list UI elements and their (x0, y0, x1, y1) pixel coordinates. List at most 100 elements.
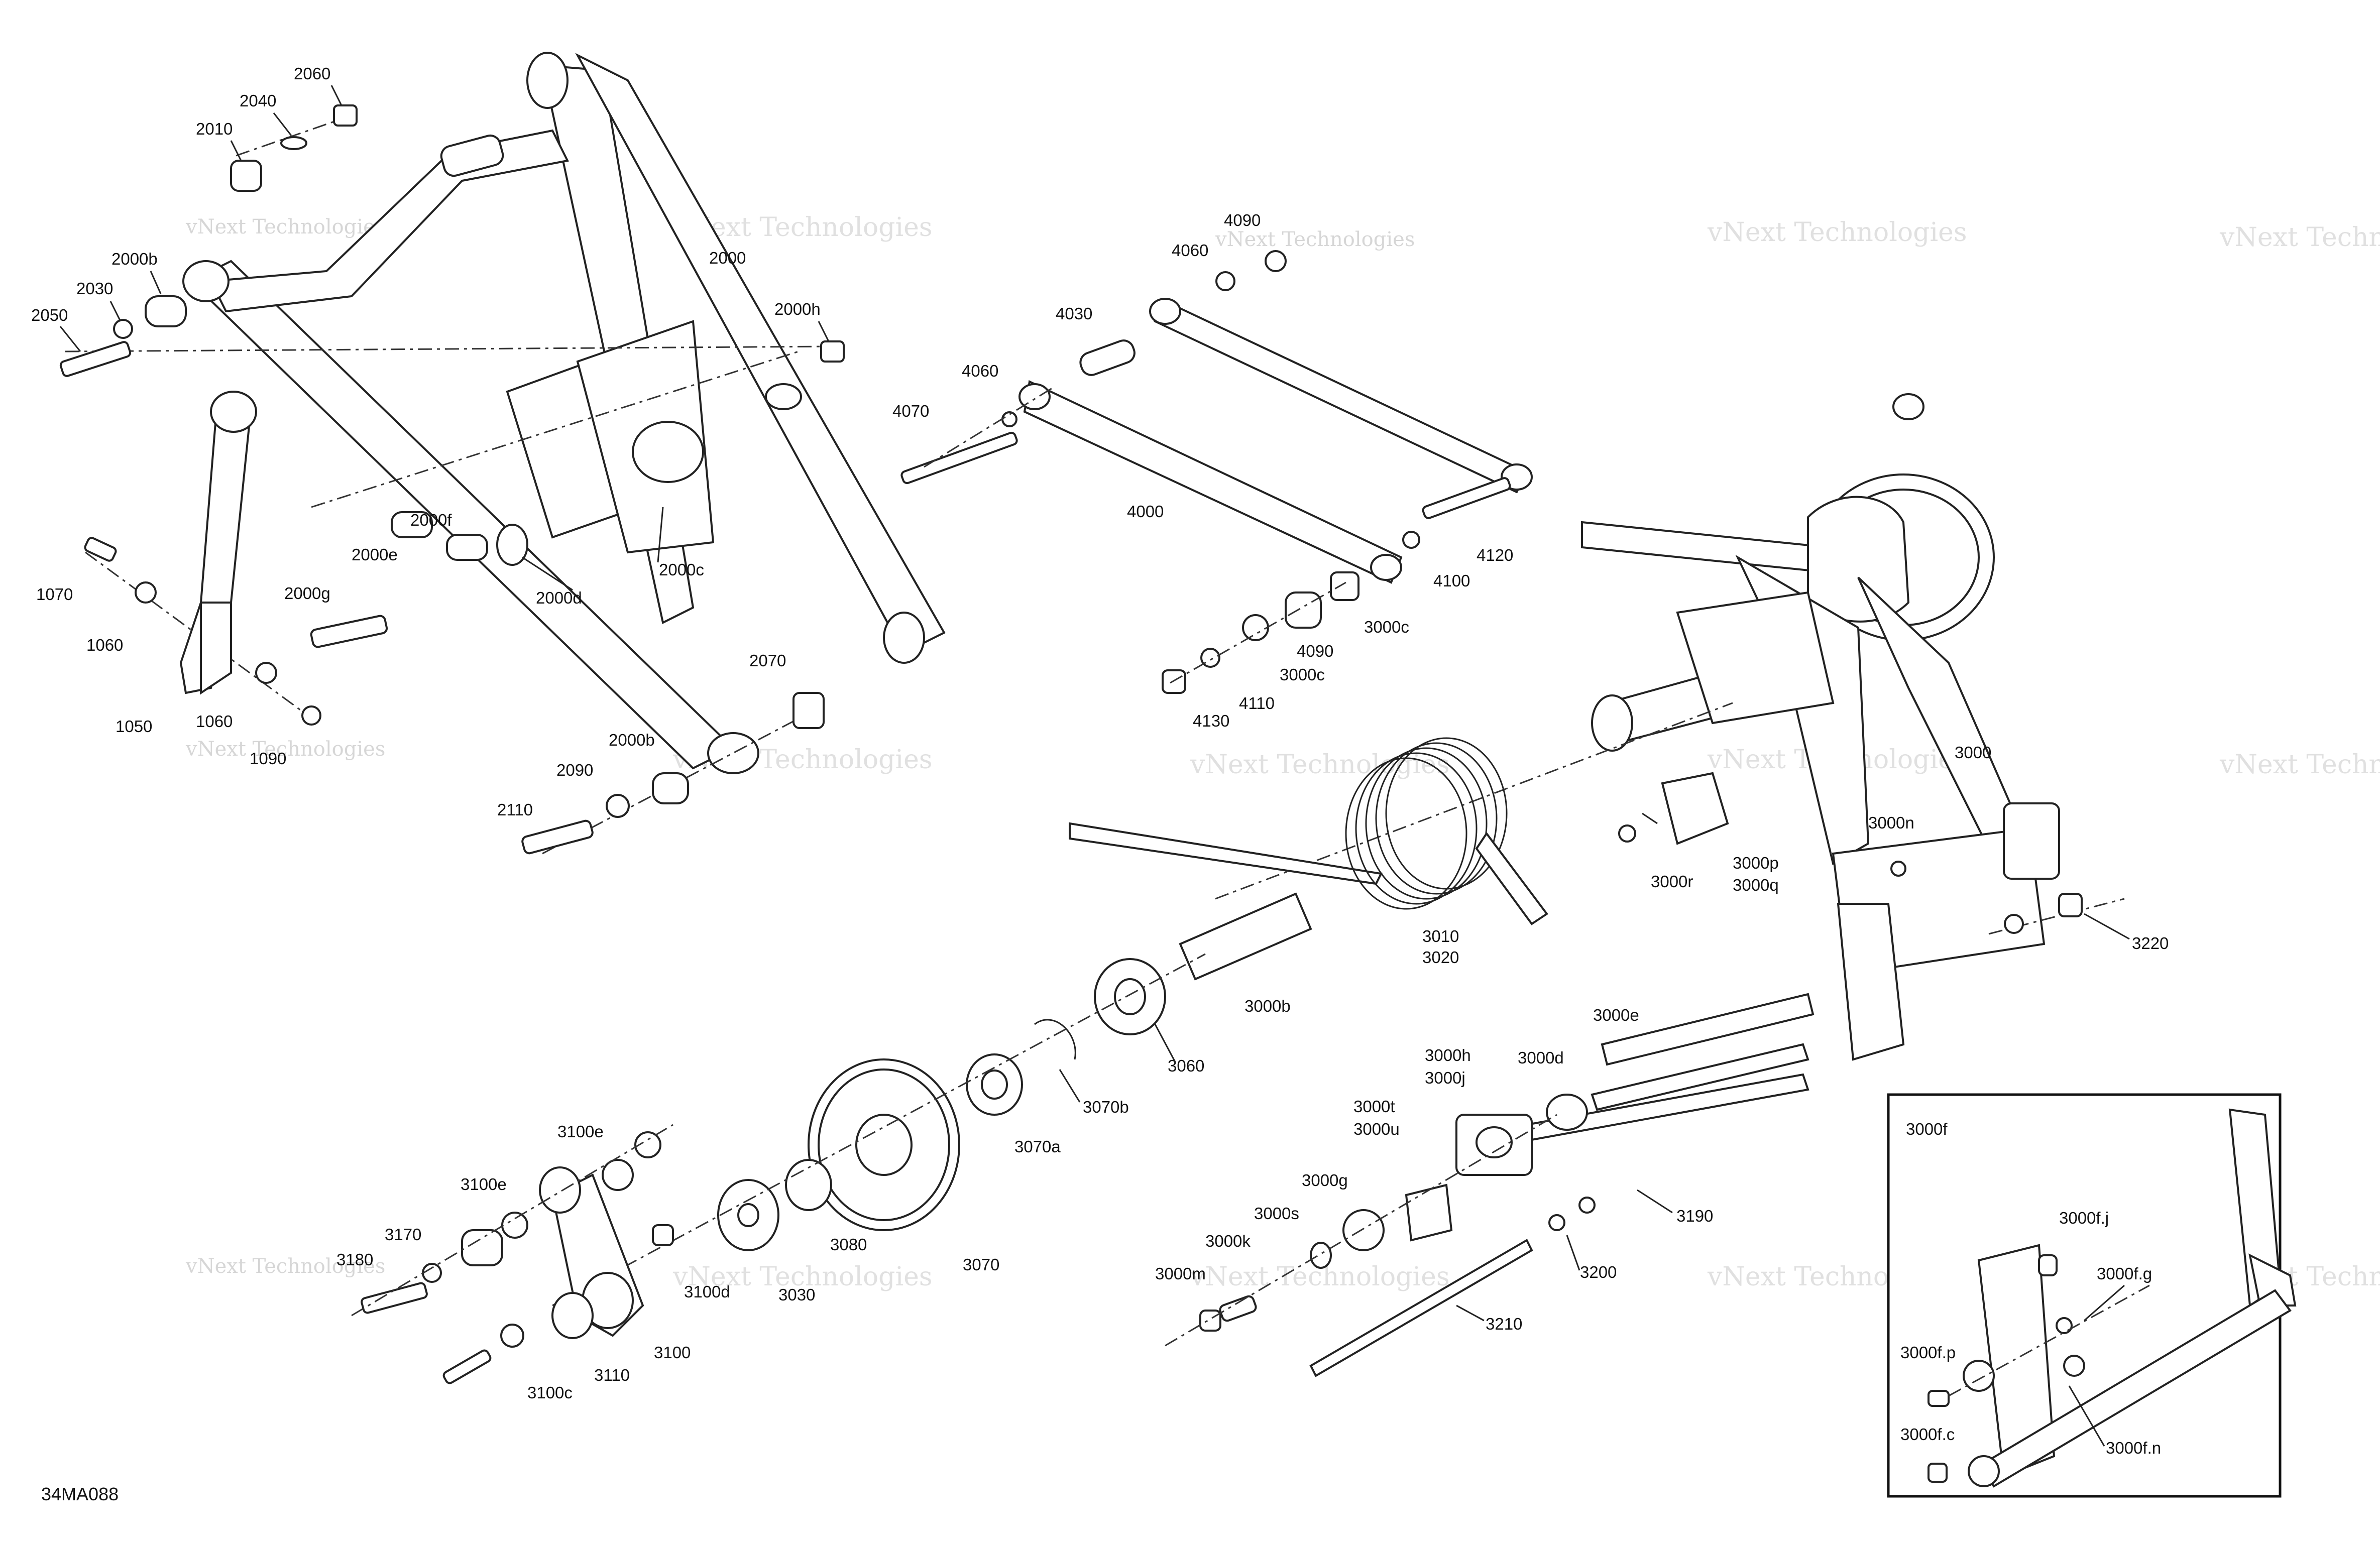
callout-label: 3000k (1205, 1232, 1251, 1250)
watermark-text: vNext Technologies (185, 215, 385, 239)
callout-label: 3210 (1486, 1315, 1522, 1333)
callout-label: 2110 (497, 800, 533, 819)
callout-label: 2000f (410, 511, 452, 529)
torsion-spring (1069, 737, 1548, 925)
callout-label: 3100e (557, 1122, 604, 1141)
rear-frame-assembly (1215, 393, 2125, 1061)
callout-label: 2040 (240, 91, 276, 110)
cross-shafts (1165, 893, 2083, 1377)
callout-label: 4090 (1297, 642, 1333, 660)
callout-label: 3000j (1425, 1069, 1465, 1087)
callout-label: 4060 (1172, 241, 1208, 260)
leader-lines (59, 85, 2130, 1447)
watermark-text: vNext Technologies (185, 1255, 385, 1278)
callout-label: 4090 (1224, 211, 1261, 229)
callout-label: 2000b (111, 250, 158, 268)
callout-label: 3100e (461, 1175, 507, 1194)
callout-label: 3000c (1364, 618, 1409, 636)
pedal-lever (179, 391, 257, 695)
callout-label: 2000c (659, 560, 704, 579)
callout-label: 3000r (1651, 872, 1693, 891)
callout-label: 4100 (1433, 571, 1470, 590)
callout-label: 3070a (1014, 1137, 1061, 1156)
callout-label: 2000d (536, 588, 582, 607)
callout-label: 1070 (36, 585, 73, 604)
inset-3000f: 3000f (1887, 1093, 2297, 1498)
callout-label: 3200 (1580, 1263, 1617, 1281)
callout-label: 3110 (594, 1366, 630, 1384)
callout-label: 3000g (1302, 1171, 1348, 1190)
callout-label: 2010 (196, 120, 233, 138)
callout-label: 3000n (1868, 813, 1914, 832)
callout-label: 3000p (1733, 854, 1779, 872)
watermark-text: vNext Technologies (1215, 228, 1415, 251)
callout-label: 2000b (609, 731, 655, 749)
callout-label: 4110 (1239, 694, 1275, 713)
callout-label: 3180 (336, 1250, 373, 1269)
watermark-text: vNext Technologies (1707, 217, 1967, 248)
callout-label: 2000e (352, 545, 398, 564)
inset-title: 3000f (1906, 1120, 1948, 1138)
watermark-text: vNext Technologies (2219, 750, 2380, 780)
callout-label: 3000b (1244, 997, 1291, 1015)
callout-label: 1090 (250, 749, 286, 768)
callout-label: 3070b (1083, 1098, 1129, 1116)
callout-label: 3000h (1425, 1046, 1471, 1064)
watermark-text: vNext Technologies (185, 738, 385, 761)
callout-label: 3000d (1518, 1048, 1564, 1067)
callout-label: 3010 (1422, 927, 1459, 945)
callout-label: 2050 (31, 306, 68, 324)
callout-label: 3100d (684, 1282, 730, 1301)
callout-label: 1060 (86, 636, 123, 654)
callout-label: 3000t (1353, 1097, 1395, 1116)
callout-label: 2000 (709, 249, 746, 267)
callout-label: 3220 (2132, 934, 2169, 953)
front-arm-hardware (59, 104, 845, 855)
callout-label: 4030 (1056, 304, 1092, 323)
callout-label: 1060 (196, 712, 233, 731)
callout-label: 3000f.p (1900, 1343, 1956, 1362)
callout-label: 2000h (774, 300, 821, 318)
callout-label: 3000u (1353, 1120, 1400, 1138)
callout-label: 3000f.c (1900, 1425, 1955, 1444)
callout-label: 3000f.n (2106, 1439, 2161, 1457)
callout-label: 4120 (1477, 546, 1513, 564)
link-rods (900, 250, 1533, 694)
callout-label: 3000c (1280, 665, 1325, 684)
callout-label: 3100c (527, 1383, 573, 1402)
callout-label: 2000g (284, 584, 330, 603)
callout-label: 3000f.g (2097, 1264, 2152, 1283)
callout-label: 3030 (778, 1285, 815, 1304)
rocker-lever (351, 1124, 674, 1384)
callout-label: 3000e (1593, 1006, 1639, 1024)
callout-label: 4000 (1127, 502, 1164, 521)
callout-label: 3000m (1155, 1264, 1206, 1283)
callout-label: 4060 (962, 362, 998, 380)
callout-label: 3100 (654, 1343, 691, 1362)
callout-label: 2090 (556, 761, 593, 779)
callout-label: 2030 (76, 279, 113, 298)
callout-label: 3000q (1733, 876, 1779, 894)
sensor-bracket (1618, 772, 1906, 877)
callout-label: 3170 (385, 1225, 421, 1244)
callout-label: 2060 (294, 64, 330, 83)
watermark-text: vNext Technologies (2219, 222, 2380, 253)
callout-labels: 2060 2040 2010 2000 2000b 2030 2050 2000… (31, 64, 2169, 1457)
callout-label: 3020 (1422, 948, 1459, 967)
callout-label: 3000 (1955, 743, 1991, 762)
callout-label: 3080 (830, 1235, 867, 1254)
callout-label: 3000s (1254, 1204, 1299, 1223)
document-code: 34MA088 (41, 1484, 119, 1504)
callout-label: 4130 (1193, 711, 1229, 730)
watermarks: vNext Technologies vNext Technologies vN… (185, 212, 2380, 1292)
callout-label: 3070 (963, 1255, 999, 1274)
idler-wheel-group (552, 892, 1312, 1307)
front-arm-assembly (65, 52, 946, 855)
callout-label: 4070 (892, 402, 929, 420)
callout-label: 3190 (1676, 1207, 1713, 1225)
callout-label: 2070 (749, 651, 786, 670)
watermark-text: vNext Technologies (672, 1262, 933, 1292)
callout-label: 3000f.j (2059, 1209, 2109, 1227)
callout-label: 1050 (116, 717, 152, 736)
